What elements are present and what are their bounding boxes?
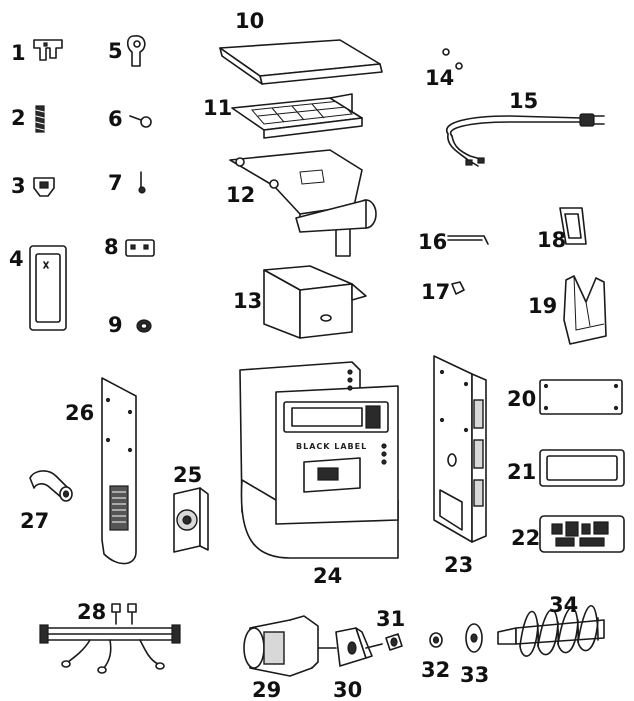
part-7-label: 7	[108, 171, 123, 195]
part-24-label: 24	[313, 564, 342, 588]
part-3-clip	[33, 177, 55, 197]
part-19-label: 19	[528, 294, 557, 318]
part-31-label: 31	[376, 607, 405, 631]
part-6-screw	[129, 115, 152, 128]
part-10-lid	[219, 39, 383, 85]
part-1-label: 1	[11, 41, 26, 65]
part-20-label: 20	[507, 387, 536, 411]
part-11-label: 11	[203, 96, 232, 120]
part-14-screws	[442, 48, 463, 70]
part-19-bracket-stand	[563, 275, 607, 345]
part-18-label: 18	[537, 228, 566, 252]
part-3-label: 3	[11, 174, 26, 198]
part-33-washer	[465, 623, 483, 653]
part-17-fastener	[451, 281, 465, 295]
part-14-label: 14	[425, 66, 454, 90]
part-18-plate	[559, 207, 587, 245]
part-24-hopper-body: BLACK LABEL	[239, 361, 399, 559]
part-16-rod	[447, 235, 489, 245]
part-26-label: 26	[65, 401, 94, 425]
part-27-handle	[29, 470, 73, 502]
part-15-igniter-cable	[445, 113, 605, 167]
part-28-wiring-harness	[39, 603, 181, 674]
part-8-label: 8	[104, 235, 119, 259]
part-29-label: 29	[252, 678, 281, 701]
part-1-bracket	[33, 39, 63, 61]
part-2-spring	[35, 105, 45, 133]
part-34-auger	[497, 605, 605, 657]
part-22-control-board	[539, 515, 625, 553]
part-11-grate-tray	[231, 93, 363, 139]
part-20-plate	[539, 379, 623, 415]
part-12-hopper-chute	[229, 149, 377, 257]
panel-brand-text: BLACK LABEL	[296, 442, 367, 451]
part-21-frame	[539, 449, 625, 487]
part-25-label: 25	[173, 463, 202, 487]
part-26-side-cover	[101, 377, 137, 565]
part-17-label: 17	[421, 280, 450, 304]
part-23-label: 23	[444, 553, 473, 577]
part-4-label: 4	[9, 247, 24, 271]
part-32-bushing	[429, 632, 443, 648]
part-22-label: 22	[511, 526, 540, 550]
part-34-label: 34	[549, 593, 578, 617]
part-8-connector	[125, 239, 155, 257]
part-30-label: 30	[333, 678, 362, 701]
part-31-coupler	[385, 633, 403, 651]
part-29-motor	[243, 615, 337, 677]
part-4-plate	[29, 245, 67, 331]
part-12-label: 12	[226, 183, 255, 207]
part-9-grommet	[136, 319, 152, 333]
part-32-label: 32	[421, 658, 450, 682]
part-7-probe	[138, 171, 146, 194]
part-5-label: 5	[108, 39, 123, 63]
part-13-label: 13	[233, 289, 262, 313]
part-30-flange	[335, 627, 383, 667]
part-21-label: 21	[507, 460, 536, 484]
part-6-label: 6	[108, 107, 123, 131]
part-25-fan	[173, 487, 209, 553]
part-28-label: 28	[77, 600, 106, 624]
part-33-label: 33	[460, 663, 489, 687]
part-9-label: 9	[108, 313, 123, 337]
part-23-side-panel	[433, 355, 487, 543]
part-15-label: 15	[509, 89, 538, 113]
part-2-label: 2	[11, 106, 26, 130]
part-10-label: 10	[235, 9, 264, 33]
part-13-cover-box	[263, 265, 367, 339]
part-16-label: 16	[418, 230, 447, 254]
part-5-hook	[126, 35, 146, 67]
part-27-label: 27	[20, 509, 49, 533]
